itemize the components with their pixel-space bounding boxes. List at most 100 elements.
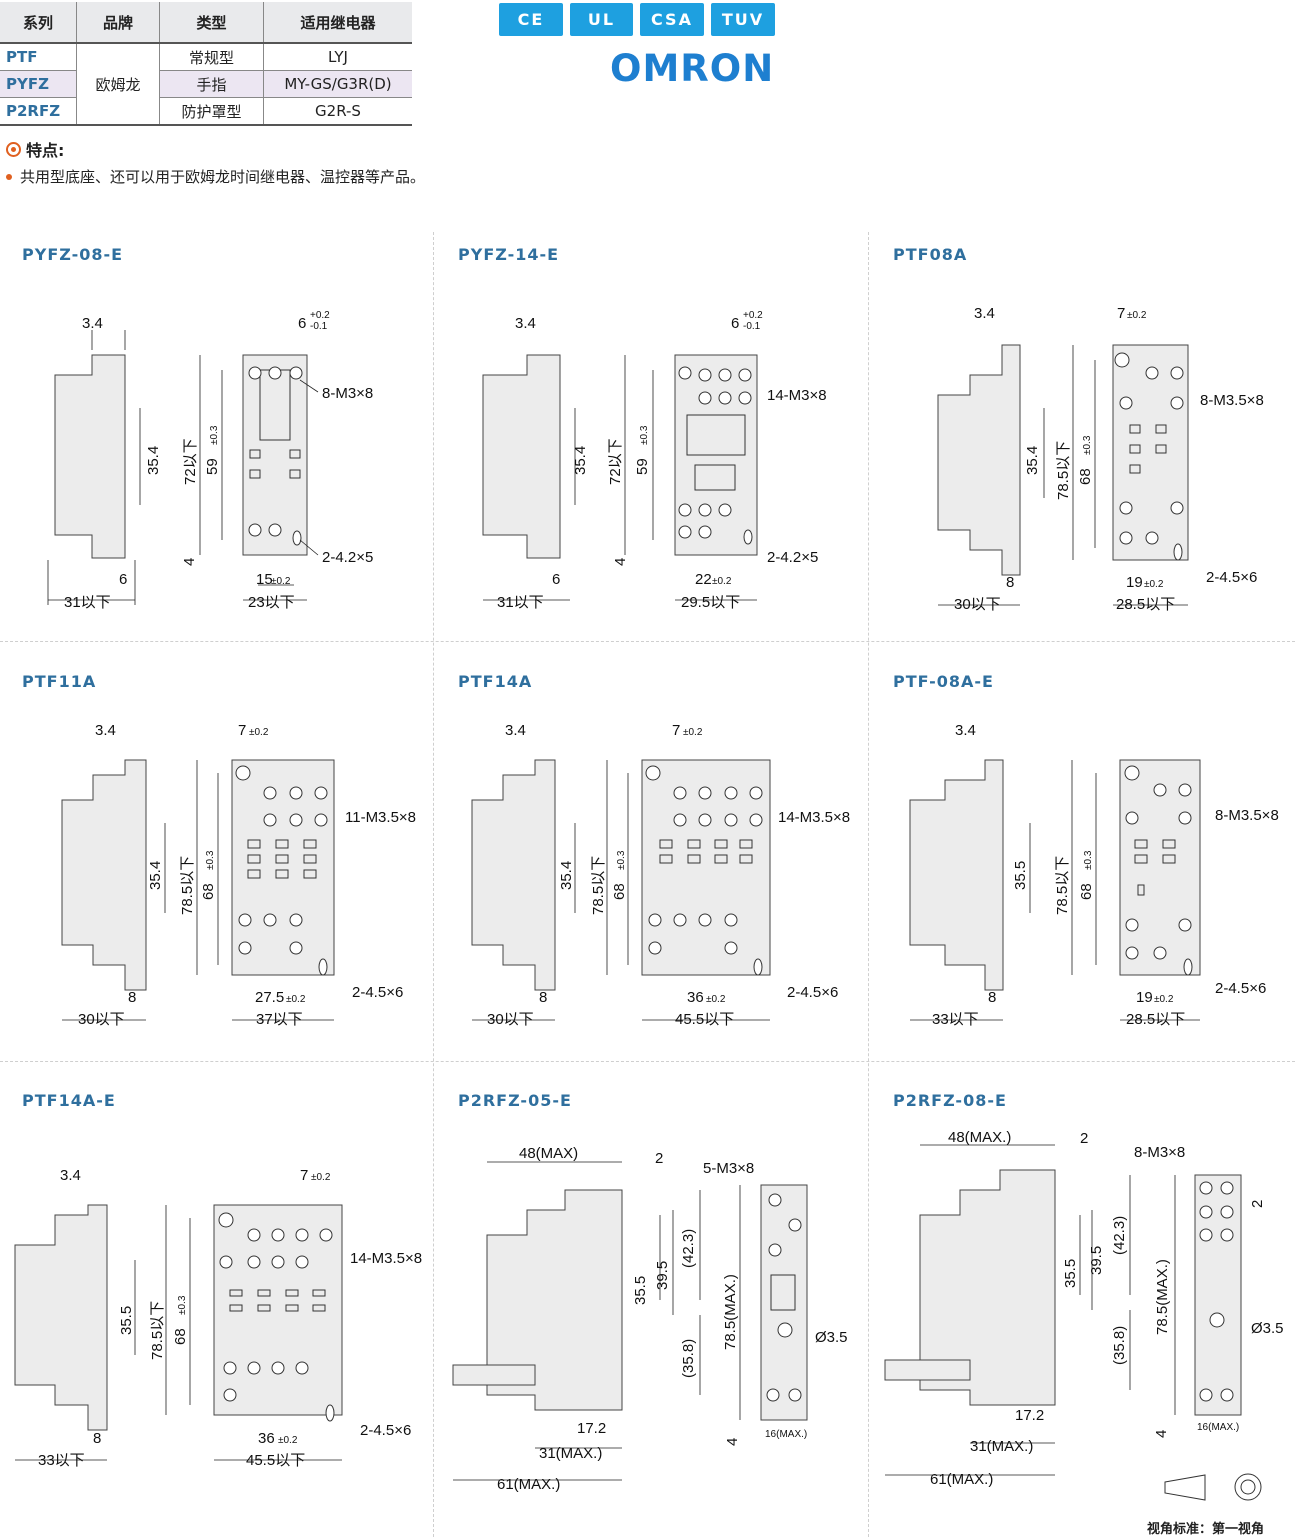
hole-spec: Ø3.5 [1251,1320,1284,1337]
dim-label: 4 [612,558,629,566]
dim-label: 8 [1006,574,1014,591]
dim-label: 4 [724,1438,741,1446]
first-angle-projection-icon [1164,1473,1262,1501]
dim-label: 4 [181,558,198,566]
dim-label: 78.5以下 [590,856,607,915]
dim-label: 68 [611,883,628,900]
panel-title: PYFZ-14-E [458,245,560,264]
header-brand: 品牌 [76,2,160,44]
bullet-icon [6,173,12,180]
type-cell: 防护罩型 [159,97,264,126]
dim-tolerance: ±0.3 [205,850,216,870]
dim-label: 2 [1249,1200,1266,1208]
dim-label: 33以下 [932,1011,979,1028]
cert-tuv-badge: TUV [711,3,775,36]
cert-ce-badge: CE [499,3,563,36]
dim-label: 35.4 [572,446,589,475]
dim-label: 8 [539,989,547,1006]
screw-spec: 5-M3×8 [703,1160,754,1177]
screw-spec: 11-M3.5×8 [345,809,416,826]
dim-label: 35.5 [1012,861,1029,890]
type-cell: 常规型 [159,43,264,71]
dim-label: 37以下 [256,1011,303,1028]
omron-logo: OMRON [610,47,775,90]
hole-spec: 2-4.5×6 [352,984,403,1001]
dim-label: 16(MAX.) [1197,1422,1239,1433]
brand-cell: 欧姆龙 [76,43,160,126]
dim-tolerance: -0.1 [310,321,328,332]
dim-label: 68 [1078,883,1095,900]
screw-spec: 8-M3×8 [1134,1144,1185,1161]
dim-label: 36 [687,989,704,1006]
dim-label: 29.5以下 [681,594,740,611]
dim-label: 78.5(MAX.) [722,1274,739,1350]
divider [868,232,869,1537]
dim-label: 31(MAX.) [539,1445,602,1462]
dim-tolerance: ±0.3 [177,1295,188,1315]
dim-label: 3.4 [60,1167,81,1184]
header-relay: 适用继电器 [263,2,412,44]
dim-tolerance: ±0.2 [311,1172,331,1183]
dim-tolerance: ±0.3 [639,425,650,445]
series-ptf: PTF [0,43,77,71]
drawing-ptf14a-e: 3.4 7 ±0.2 14-M3.5×8 2-4.5×6 35.5 78.5以下… [14,1167,422,1469]
drawing-ptf11a: 3.4 7 ±0.2 11-M3.5×8 2-4.5×6 35.4 78.5以下… [61,722,416,1028]
panel-title: PTF-08A-E [893,672,994,691]
hole-spec: Ø3.5 [815,1329,848,1346]
dim-label: 3.4 [505,722,526,739]
screw-spec: 8-M3.5×8 [1200,392,1264,409]
divider [0,1061,1295,1062]
dim-label: 39.5 [1088,1246,1105,1275]
dim-label: 15 [256,571,273,588]
dim-tolerance: ±0.2 [1154,994,1174,1005]
dim-tolerance: ±0.3 [616,850,627,870]
dim-label: 30以下 [78,1011,125,1028]
panel-title: PTF14A [458,672,533,691]
dim-label: 68 [172,1328,189,1345]
dim-tolerance: ±0.2 [712,576,732,587]
dim-tolerance: -0.1 [743,321,761,332]
panel-title: PTF14A-E [22,1091,116,1110]
dim-label: (42.3) [680,1229,697,1268]
dim-label: 16(MAX.) [765,1429,807,1440]
drawing-ptf08a: 3.4 7 ±0.2 8-M3.5×8 2-4.5×6 35.4 78.5以下 … [937,305,1264,613]
dim-label: 3.4 [955,722,976,739]
dim-label: 78.5(MAX.) [1154,1259,1171,1335]
dim-label: 7 [300,1167,308,1184]
dim-label: 72以下 [182,438,199,485]
series-p2rfz: P2RFZ [0,97,77,126]
dim-label: 22 [695,571,712,588]
panel-title: PTF08A [893,245,968,264]
divider [433,232,434,1537]
cert-csa-badge: CSA [640,3,704,36]
screw-spec: 14-M3×8 [767,387,827,404]
divider [0,641,1295,642]
dim-label: 45.5以下 [675,1011,734,1028]
dim-label: 6 [731,315,739,332]
target-icon [6,141,21,157]
screw-spec: 14-M3.5×8 [778,809,850,826]
header-type: 类型 [159,2,264,44]
dim-label: 78.5以下 [1054,856,1071,915]
drawing-ptf14a: 3.4 7 ±0.2 14-M3.5×8 2-4.5×6 35.4 78.5以下… [471,722,850,1028]
dim-tolerance: +0.2 [743,310,763,321]
screw-spec: 14-M3.5×8 [350,1250,422,1267]
panel-title: PTF11A [22,672,97,691]
drawing-p2rfz-08-e: 48(MAX.) 2 35.5 39.5 (42.3) (35.8) 78.5(… [884,1129,1284,1501]
dim-label: 17.2 [1015,1407,1044,1424]
dim-label: 33以下 [38,1452,85,1469]
dim-label: 2 [1080,1130,1088,1147]
dim-tolerance: +0.2 [310,310,330,321]
panel-title: P2RFZ-05-E [458,1091,572,1110]
dim-label: (42.3) [1111,1216,1128,1255]
dim-tolerance: ±0.2 [683,727,703,738]
dim-label: 35.5 [1062,1259,1079,1288]
dim-label: 8 [128,989,136,1006]
dim-tolerance: ±0.2 [249,727,269,738]
features-heading: 特点: [6,137,64,161]
dim-label: 7 [1117,305,1125,322]
view-standard-note: 视角标准：第一视角 [1147,1522,1265,1537]
dim-label: 3.4 [974,305,995,322]
dim-label: 19 [1136,989,1153,1006]
dim-label: 8 [93,1430,101,1447]
